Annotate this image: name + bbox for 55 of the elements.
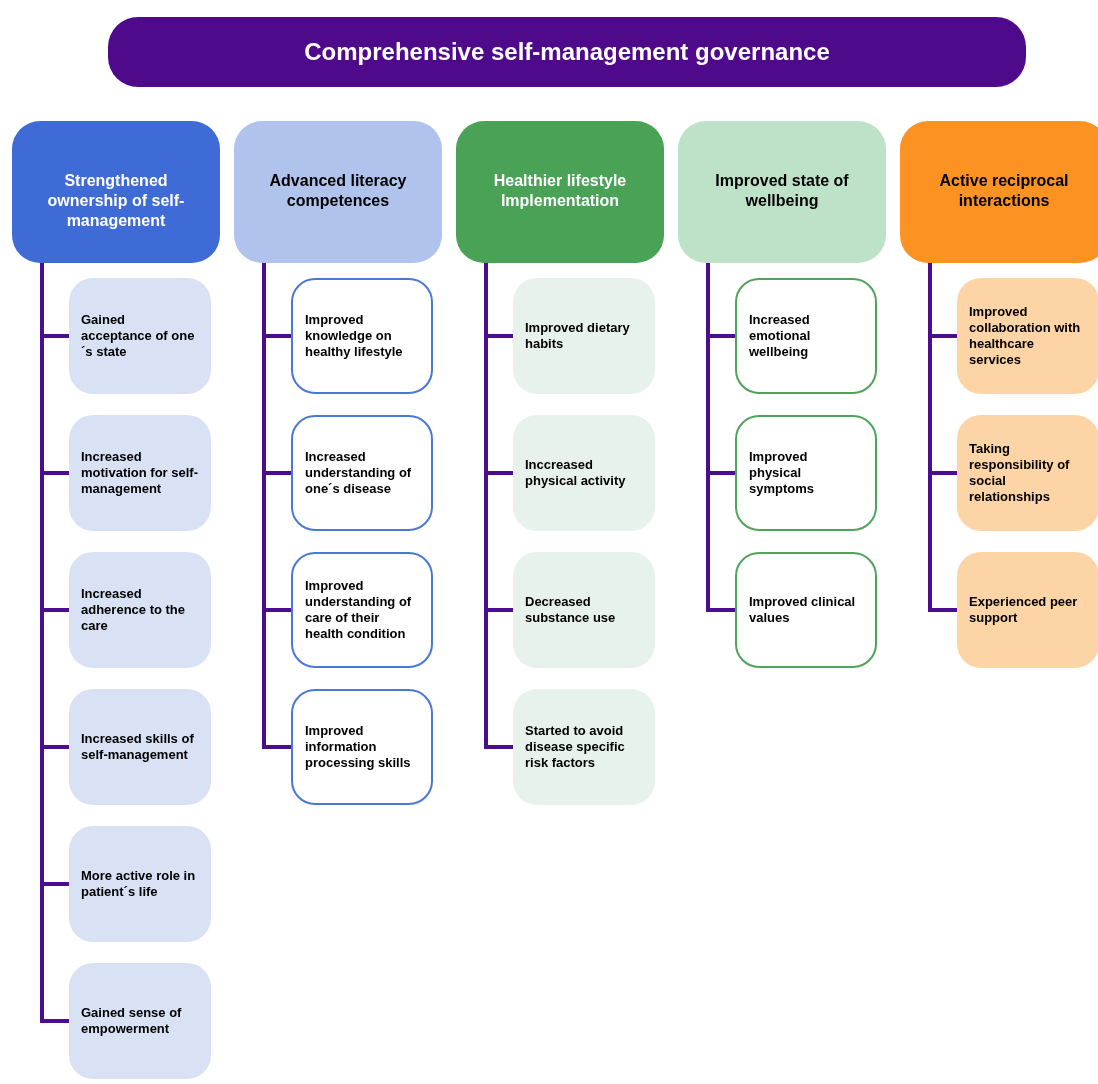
outcome-text: Increased adherence to the care: [81, 585, 187, 635]
outcome-text: Increased emotional wellbeing: [749, 311, 812, 361]
outcome-text: Experienced peer support: [969, 593, 1079, 627]
outcome-box: [69, 826, 211, 942]
category-heading: Healthier lifestyle Implementation: [492, 171, 628, 211]
outcome-text: Inccreased physical activity: [525, 456, 627, 490]
connector-line: [928, 263, 957, 612]
category-heading: Advanced literacy competences: [268, 171, 408, 211]
category-box: [678, 121, 886, 263]
outcome-box: [513, 689, 655, 805]
outcome-text: Started to avoid disease specific risk factors: [525, 722, 626, 772]
outcome-box: [291, 415, 433, 531]
outcome-box: [957, 278, 1098, 394]
outcome-text: Increased understanding of one´s disease: [305, 448, 413, 498]
outcome-box: [291, 278, 433, 394]
outcome-box: [291, 552, 433, 668]
outcome-box: [69, 552, 211, 668]
outcome-text: Improved knowledge on healthy lifestyle: [305, 311, 404, 361]
outcome-text: Improved physical symptoms: [749, 448, 816, 498]
category-heading: Strengthened ownership of self-management: [46, 171, 186, 231]
outcome-text: Increased skills of self-management: [81, 730, 195, 764]
outcome-box: [957, 552, 1098, 668]
connector-line: [262, 263, 291, 749]
outcome-text: Decreased substance use: [525, 593, 617, 627]
outcome-text: Taking responsibility of social relationships: [969, 440, 1071, 506]
outcome-text: Gained acceptance of one´s state: [81, 311, 196, 361]
outcome-box: [957, 415, 1098, 531]
connector-line: [706, 263, 735, 612]
outcome-box: [513, 278, 655, 394]
outcome-box: [735, 415, 877, 531]
outcome-text: More active role in patient´s life: [81, 867, 197, 901]
outcome-text: Improved dietary habits: [525, 319, 631, 353]
outcome-box: [735, 552, 877, 668]
outcome-text: Improved collaboration with healthcare services: [969, 303, 1082, 369]
outcome-box: [69, 689, 211, 805]
outcome-text: Improved understanding of care of their health condition: [305, 577, 413, 643]
outcome-text: Increased motivation for self-management: [81, 448, 199, 498]
outcome-text: Gained sense of empowerment: [81, 1004, 183, 1038]
outcome-text: Improved information processing skills: [305, 722, 412, 772]
category-heading: Improved state of wellbeing: [714, 171, 850, 211]
category-box: [456, 121, 664, 263]
category-box: [234, 121, 442, 263]
outcome-box: [513, 552, 655, 668]
outcome-box: [69, 278, 211, 394]
outcome-box: [291, 689, 433, 805]
category-heading: Active reciprocal interactions: [938, 171, 1070, 211]
title-banner: Comprehensive self-management governance: [108, 17, 1026, 87]
connector-line: [484, 263, 513, 749]
outcome-box: [69, 963, 211, 1079]
outcome-box: [513, 415, 655, 531]
category-box: [12, 121, 220, 263]
outcome-box: [735, 278, 877, 394]
outcome-box: [69, 415, 211, 531]
category-box: [900, 121, 1098, 263]
outcome-text: Improved clinical values: [749, 593, 857, 627]
